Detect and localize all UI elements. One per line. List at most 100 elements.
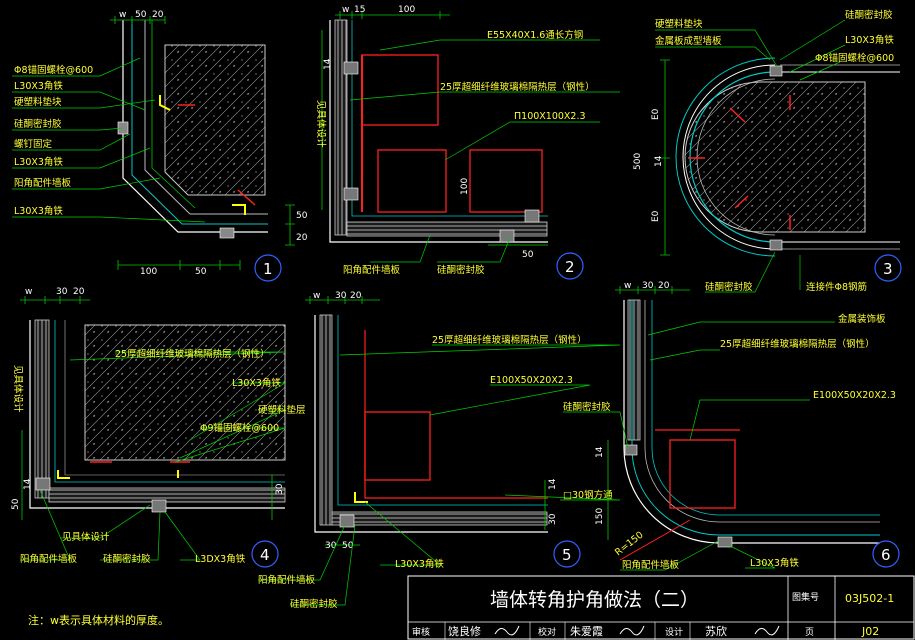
d4-label-corner-board: 阳角配件墙板 — [20, 553, 78, 565]
d5-dim-50: 50 — [342, 541, 354, 551]
d5-number: 5 — [562, 546, 572, 564]
d6-dim-20: 20 — [658, 281, 670, 291]
detail-3: 500 E0 E0 14 硬塑料垫块 金属板成型墙板 硅酮密封胶 L30X3角铁… — [633, 9, 902, 293]
d2-insulation-vertical — [334, 19, 348, 236]
d6-label-radius: R=150 — [613, 530, 646, 559]
d5-label-angle: L30X3角铁 — [395, 558, 444, 570]
d2-label-insulation: 25厚超细纤维玻璃棉隔热层（钢性） — [440, 81, 595, 93]
d2-label-sealant: 硅酮密封胶 — [437, 264, 485, 276]
d4-dim-30: 30 — [56, 287, 68, 297]
d4-label-insulation: 25厚超细纤维玻璃棉隔热层（钢性） — [115, 348, 270, 360]
d1-number-circle — [254, 254, 282, 282]
detail-6: w 30 20 150 14 R=150 金属装饰板 25厚超细纤维玻璃棉隔热层… — [563, 281, 900, 571]
d1-label-sealant: 硅酮密封胶 — [14, 118, 62, 130]
d2-insulation-horizontal — [346, 221, 548, 237]
d5-dim-30: 30 — [335, 291, 347, 301]
d1-label-angle-c: L30X3角铁 — [14, 205, 63, 217]
d4-label-pad: 硬塑料垫层 — [258, 404, 306, 416]
d4-label-sealant: 硅酮密封胶 — [103, 553, 151, 565]
d4-dim-20: 20 — [73, 287, 85, 297]
d2-number-circle — [556, 252, 584, 280]
d2-label-see-design: 见具体设计 — [315, 100, 327, 148]
d5-dim-30h: 30 — [325, 541, 337, 551]
d5-insulation-horizontal — [331, 511, 548, 526]
d4-dim-14: 14 — [23, 478, 33, 490]
d5-number-circle — [553, 540, 581, 568]
d6-dim-w: w — [624, 281, 631, 291]
d4-number: 4 — [260, 546, 270, 564]
d1-number: 1 — [263, 260, 273, 278]
d2-label-corner-board: 阳角配件墙板 — [343, 264, 401, 276]
d3-dim-e0a: E0 — [651, 108, 661, 120]
footnote: 注：w表示具体材料的厚度。 — [28, 613, 169, 627]
d4-dim-w: w — [25, 287, 32, 297]
d5-dim-30v: 30 — [548, 513, 558, 525]
d1-label-anchor-bolt: Φ8锚固螺栓@600 — [14, 64, 93, 76]
d3-dim-500: 500 — [633, 153, 643, 170]
d1-label-screw: 螺钉固定 — [14, 138, 53, 150]
d5-label-sealant: 硅酮密封胶 — [290, 598, 338, 610]
d6-label-angle: L30X3角铁 — [750, 557, 799, 569]
d5-label-insulation: 25厚超细纤维玻璃棉隔热层（钢性） — [432, 334, 587, 346]
d4-insulation-vertical — [34, 319, 50, 499]
d2-label-square-tube: Π100X100X2.3 — [514, 111, 586, 122]
reviewer-name: 饶良修 — [448, 624, 481, 638]
d6-label-channel: Ε100X50X20X2.3 — [813, 390, 896, 401]
d2-tube-top — [361, 54, 439, 126]
d1-dim-50b: 50 — [195, 267, 207, 277]
d3-number-circle — [874, 254, 902, 282]
d2-square-tube — [377, 149, 447, 213]
d4-dim-50v: 50 — [11, 498, 21, 510]
d4-insulation-horizontal — [48, 487, 286, 503]
d1-label-angle-b: L30X3角铁 — [14, 156, 63, 168]
d6-channel — [669, 439, 736, 509]
d2-dim-100v: 100 — [460, 178, 470, 195]
detail-1: w 50 20 100 50 50 20 Φ8锚固螺栓@600 L30X3角铁 … — [12, 10, 308, 282]
d6-label-metal-trim: 金属装饰板 — [838, 313, 886, 325]
d1-dim-50v: 50 — [296, 211, 308, 221]
d4-label-see-design-h: 见具体设计 — [62, 531, 110, 543]
d6-label-sealant: 硅酮密封胶 — [563, 401, 611, 413]
page-no: J02 — [861, 625, 879, 638]
detail-4: w 30 20 14 30 50 25厚超细纤维玻璃棉隔热层（钢性） L30X3… — [11, 287, 306, 568]
d6-insulation-vertical — [627, 299, 641, 441]
d1-label-angle-a: L30X3角铁 — [14, 80, 63, 92]
design-label: 设计 — [665, 626, 683, 638]
d4-number-circle — [251, 540, 279, 568]
d2-dim-100: 100 — [398, 5, 415, 15]
d6-label-insulation: 25厚超细纤维玻璃棉隔热层（钢性） — [720, 338, 875, 350]
detail-5: w 30 20 14 30 30 50 25厚超细纤维玻璃棉隔热层（钢性） Ε1… — [258, 291, 621, 610]
d3-label-metal-panel: 金属板成型墙板 — [655, 35, 722, 47]
title-block: 墙体转角护角做法（二） 图集号 03J502-1 审核 饶良修 校对 朱爱霞 设… — [407, 575, 915, 640]
d3-wall-hatch — [684, 81, 866, 233]
designer-name: 苏欣 — [705, 624, 727, 638]
page-label: 页 — [805, 627, 814, 638]
d1-dim-20v: 20 — [296, 233, 308, 243]
d5-insulation-vertical — [319, 314, 333, 526]
d2-dim-w: w — [342, 5, 349, 15]
reviewer-signature — [494, 625, 520, 636]
d5-dim-w: w — [313, 291, 320, 301]
d6-number-circle — [872, 540, 900, 568]
d3-number: 3 — [883, 260, 893, 278]
d3-label-connector: 连接件Φ8钢筋 — [806, 281, 867, 293]
d4-wall-hatch — [84, 324, 286, 461]
d5-channel — [364, 411, 431, 481]
d4-label-see-design-v: 见具体设计 — [12, 365, 24, 413]
d1-dim-w: w — [119, 10, 126, 20]
d2-dim-50: 50 — [522, 250, 534, 260]
d4-label-angle-a: L30X3角铁 — [232, 377, 281, 389]
d1-label-pad: 硬塑料垫块 — [14, 96, 62, 108]
d5-dim-20: 20 — [350, 291, 362, 301]
d2-number: 2 — [565, 258, 575, 276]
detail-2: w 15 100 100 14 50 Ε55X40X1.6通长方钢 25厚超细纤… — [315, 5, 620, 280]
d6-dim-14: 14 — [595, 446, 605, 458]
d1-dim-50: 50 — [135, 10, 147, 20]
d6-dim-30: 30 — [642, 281, 654, 291]
atlas-no-label: 图集号 — [792, 591, 819, 603]
d2-label-tube: Ε55X40X1.6通长方钢 — [487, 29, 583, 41]
d3-dim-e0b: E0 — [651, 210, 661, 222]
d1-label-corner-board: 阳角配件墙板 — [14, 177, 72, 189]
d4-label-angle-b: L3DX3角铁 — [195, 553, 246, 565]
d3-label-anchor-bolt: Φ8锚固螺栓@600 — [815, 52, 894, 64]
